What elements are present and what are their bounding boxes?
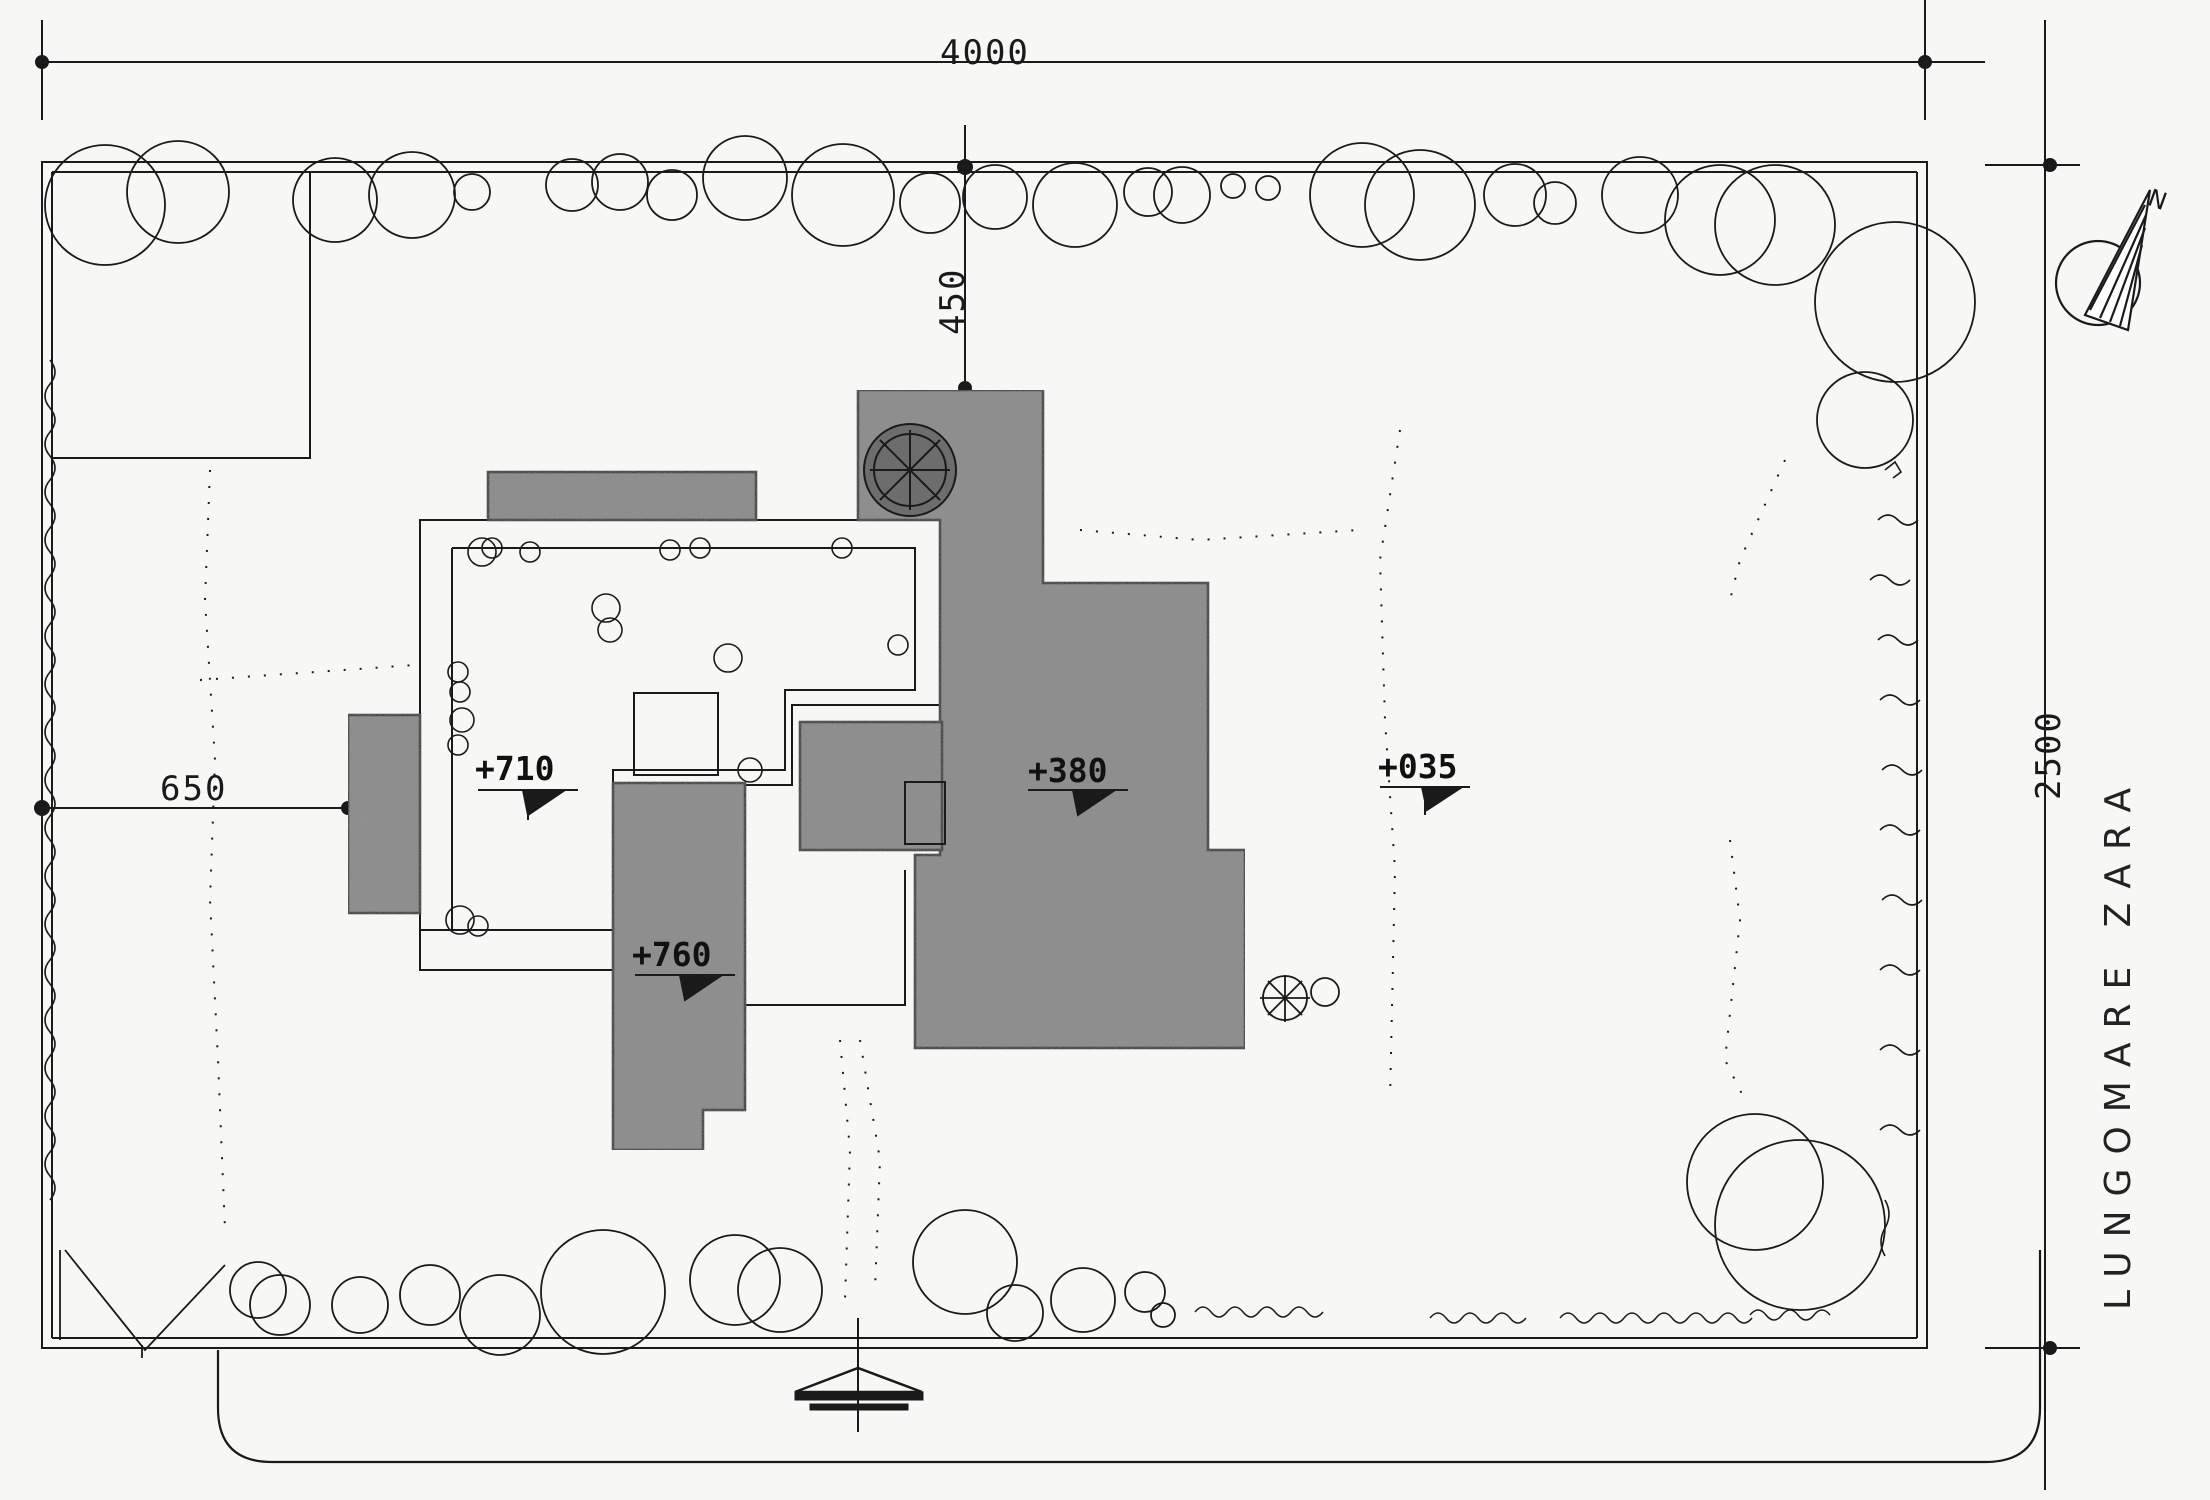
tree-row-south [229, 1113, 1886, 1356]
level-marker-upper-wing [635, 974, 735, 1002]
roof-wing-760 [611, 781, 747, 1152]
street-name: LUNGOMARE ZARA [2098, 774, 2139, 1310]
roof-link-block [798, 720, 944, 852]
entrance-gate [59, 1249, 226, 1358]
bottom-hedge [1194, 1306, 1831, 1324]
north-arrow [2054, 189, 2152, 332]
level-label-main-block: +380 [1028, 751, 1107, 790]
roof-main-380 [856, 388, 1247, 1050]
dimension-side-setback-label: 650 [160, 769, 227, 809]
specimen-tree [1260, 975, 1340, 1022]
level-marker-garden [1380, 786, 1470, 815]
dimension-depth [1985, 20, 2080, 1490]
tree-row-north [44, 135, 1976, 469]
level-label-garden: +035 [1378, 747, 1457, 786]
garden-paths [199, 429, 1786, 1301]
north-arrow-label: N [2144, 184, 2170, 216]
dimension-depth-label: 2500 [2029, 710, 2069, 800]
dimension-width-label: 4000 [940, 33, 1030, 73]
left-hedge [44, 359, 56, 1201]
level-marker-courtyard [478, 789, 578, 820]
roof-west-wing [346, 713, 422, 915]
dimension-width [35, 0, 1985, 120]
courtyard-shrubs [445, 537, 909, 937]
site-boundary [41, 161, 1928, 1349]
level-label-courtyard: +710 [475, 749, 554, 788]
level-label-upper-wing: +760 [632, 935, 711, 974]
street-edge [216, 1250, 2042, 1464]
building-roofs [346, 388, 1247, 1152]
dimension-front-setback-label: 450 [933, 268, 973, 335]
entrance-marker [794, 1318, 924, 1432]
right-hedge [1869, 460, 1923, 1257]
level-marker-main-block [1028, 789, 1128, 817]
roof-north-strip [486, 470, 758, 522]
spiral-stair [863, 423, 957, 845]
